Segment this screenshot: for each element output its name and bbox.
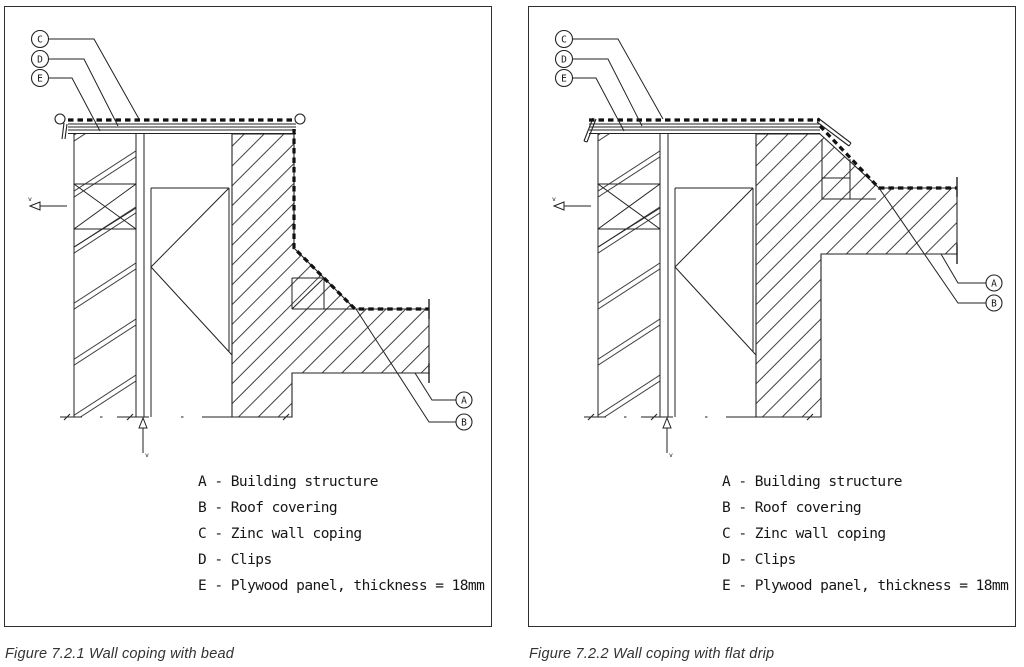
legend-item: A - Building structure [198, 474, 379, 490]
legend-item: E - Plywood panel, thickness = 18mm [198, 578, 485, 594]
zinc-coping-bead-edges [54, 113, 306, 140]
flow-label: v [145, 451, 149, 459]
roof-covering-line [68, 118, 429, 311]
callout-c: C [554, 29, 574, 49]
callout-d: D [30, 49, 50, 69]
figure-1-drawing: v v C D E [28, 29, 473, 459]
callout-a-label: A [991, 279, 997, 290]
legend-item: C - Zinc wall coping [198, 526, 362, 542]
callout-b-label: B [991, 299, 997, 310]
callout-a: A [985, 274, 1003, 292]
packer-box [821, 139, 876, 200]
callout-e: E [30, 68, 50, 88]
stud-wall-section [73, 134, 145, 417]
section-arrow-up-icon: v [662, 416, 673, 459]
callout-a: A [455, 391, 473, 409]
legend-item: E - Plywood panel, thickness = 18mm [722, 578, 1009, 594]
stud-wall-section [597, 134, 669, 417]
figure-2-panel: v v C D E [528, 6, 1016, 627]
legend-item: A - Building structure [722, 474, 903, 490]
figure-2-caption: Figure 7.2.2 Wall coping with flat drip [529, 646, 775, 662]
callout-e-label: E [561, 74, 567, 85]
legend-item: D - Clips [198, 552, 272, 568]
legend-figure-2: A - Building structure B - Roof covering… [722, 469, 1009, 599]
masonry-wall-section [755, 133, 958, 418]
callout-d-label: D [37, 55, 43, 66]
callout-e: E [554, 68, 574, 88]
zinc-coping-drip-edges [583, 117, 852, 147]
figure-2-drawing: v v C D E [552, 29, 1003, 459]
flow-label: v [552, 195, 556, 203]
masonry-wall-section [231, 133, 430, 418]
figure-1-panel: v v C D E [4, 6, 492, 627]
section-arrow-left-icon: v [28, 195, 67, 211]
callout-e-label: E [37, 74, 43, 85]
coping-assembly [589, 123, 820, 134]
section-arrow-left-icon: v [552, 195, 591, 211]
ground-line [584, 413, 821, 421]
flow-label: v [669, 451, 673, 459]
legend-item: C - Zinc wall coping [722, 526, 886, 542]
ground-line [60, 413, 292, 421]
callout-b-label: B [461, 418, 467, 429]
section-arrow-up-icon: v [138, 416, 149, 459]
legend-item: B - Roof covering [198, 500, 338, 516]
coping-assembly [68, 123, 296, 134]
callout-d: D [554, 49, 574, 69]
flow-label: v [28, 195, 32, 203]
figure-1-caption: Figure 7.2.1 Wall coping with bead [5, 646, 234, 662]
legend-item: D - Clips [722, 552, 796, 568]
legend-item: B - Roof covering [722, 500, 862, 516]
callout-leaders-cde [572, 38, 664, 132]
legend-figure-1: A - Building structure B - Roof covering… [198, 469, 485, 599]
callout-d-label: D [561, 55, 567, 66]
callout-b: B [455, 413, 473, 431]
callout-leaders-cde [48, 38, 140, 132]
callout-b: B [985, 294, 1003, 312]
callout-c-label: C [561, 35, 567, 46]
callout-c-label: C [37, 35, 43, 46]
callout-c: C [30, 29, 50, 49]
inner-lining [150, 187, 233, 417]
callout-leaders-ab [355, 308, 456, 423]
packer-box [291, 277, 355, 310]
inner-lining [674, 187, 757, 417]
callout-leaders-ab [878, 187, 986, 304]
callout-a-label: A [461, 396, 467, 407]
